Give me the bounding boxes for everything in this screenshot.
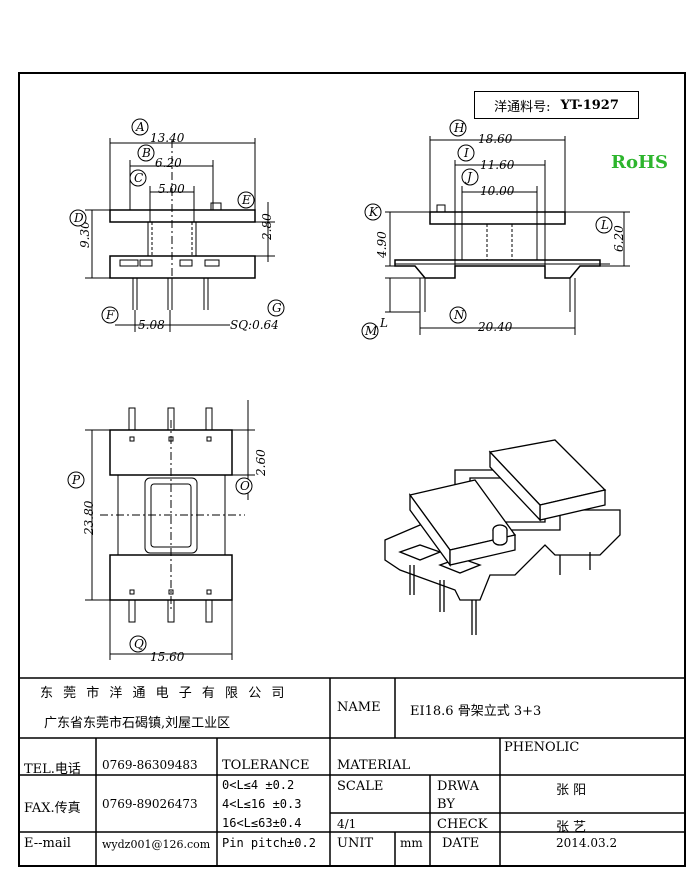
date-label: DATE xyxy=(442,836,480,851)
tel-value: 0769-86309483 xyxy=(102,758,198,772)
tolerance-row-2: 4<L≤16 ±0.3 xyxy=(222,797,302,811)
callout-a: A xyxy=(136,120,145,134)
check-value: 张 艺 xyxy=(556,820,587,835)
tolerance-row-3: 16<L≤63±0.4 xyxy=(222,816,302,830)
callout-c: C xyxy=(134,171,144,185)
scale-label: SCALE xyxy=(337,779,384,794)
drawing-sheet-border xyxy=(18,72,686,867)
callout-e: E xyxy=(242,193,251,207)
drwa-value: 张 阳 xyxy=(556,783,587,798)
callout-q: Q xyxy=(134,637,144,651)
dim-g-value: SQ:0.64 xyxy=(230,318,279,332)
callout-h: H xyxy=(454,121,465,135)
tel-label: TEL.电话 xyxy=(24,762,81,777)
dim-j-value: 10.00 xyxy=(480,184,515,198)
callout-f: F xyxy=(106,308,115,322)
side-view xyxy=(385,136,630,335)
dim-n-value: 20.40 xyxy=(478,320,513,334)
part-number-box: 洋通料号: YT-1927 xyxy=(474,91,639,119)
rohs-mark: RoHS xyxy=(611,152,668,173)
scale-value: 4/1 xyxy=(337,817,357,831)
drwa-label: DRWA xyxy=(437,779,480,794)
unit-label: UNIT xyxy=(337,836,374,851)
isometric-view xyxy=(384,439,621,635)
callout-p: P xyxy=(72,473,81,487)
email-value: wydz001@126.com xyxy=(102,838,211,851)
date-value: 2014.03.2 xyxy=(556,836,618,850)
check-label: CHECK xyxy=(437,817,488,832)
callout-o: O xyxy=(240,479,250,493)
company-address: 广东省东莞市石碣镇,刘屋工业区 xyxy=(44,716,231,731)
dim-e-value: 2.80 xyxy=(260,213,274,240)
dim-d-value: 9.30 xyxy=(78,221,92,248)
title-block-grid xyxy=(18,677,686,867)
tolerance-label: TOLERANCE xyxy=(222,758,310,773)
callout-m-sub: L xyxy=(380,316,388,330)
part-number-label: 洋通料号: xyxy=(494,99,551,115)
callout-g: G xyxy=(272,301,282,315)
name-label: NAME xyxy=(337,700,381,715)
dim-f-value: 5.08 xyxy=(138,318,165,332)
dim-a-value: 13.40 xyxy=(150,131,185,145)
dim-h-value: 18.60 xyxy=(478,132,513,146)
by-label: BY xyxy=(437,797,455,812)
material-label: MATERIAL xyxy=(337,758,411,773)
bottom-view xyxy=(85,400,255,660)
name-value: EI18.6 骨架立式 3+3 xyxy=(410,704,542,719)
dim-b-value: 6.20 xyxy=(155,156,182,170)
tolerance-row-1: 0<L≤4 ±0.2 xyxy=(222,778,295,792)
callout-b: B xyxy=(142,146,151,160)
dim-o-value: 2.60 xyxy=(254,449,268,476)
company-name: 东 莞 市 洋 通 电 子 有 限 公 司 xyxy=(40,686,288,701)
dim-c-value: 5.00 xyxy=(158,182,185,196)
fax-value: 0769-89026473 xyxy=(102,797,198,811)
fax-label: FAX.传真 xyxy=(24,801,81,816)
callout-m: M xyxy=(365,324,378,338)
unit-value: mm xyxy=(400,836,423,850)
front-view xyxy=(85,138,275,332)
callout-n: N xyxy=(454,308,465,322)
callout-j: J xyxy=(467,170,472,184)
email-label: E--mail xyxy=(24,836,71,851)
part-number-value: YT-1927 xyxy=(560,97,619,113)
callout-l: L xyxy=(601,218,609,232)
dim-l-value: 6.20 xyxy=(612,225,626,252)
dim-m-value: 4.90 xyxy=(375,231,389,258)
callout-i: I xyxy=(464,146,469,160)
dim-q-value: 15.60 xyxy=(150,650,185,664)
dim-p-value: 23.80 xyxy=(82,500,96,535)
material-value: PHENOLIC xyxy=(504,740,580,755)
dim-i-value: 11.60 xyxy=(480,158,515,172)
callout-k: K xyxy=(369,205,378,219)
callout-d: D xyxy=(74,211,84,225)
pin-pitch: Pin pitch±0.2 xyxy=(222,836,316,850)
